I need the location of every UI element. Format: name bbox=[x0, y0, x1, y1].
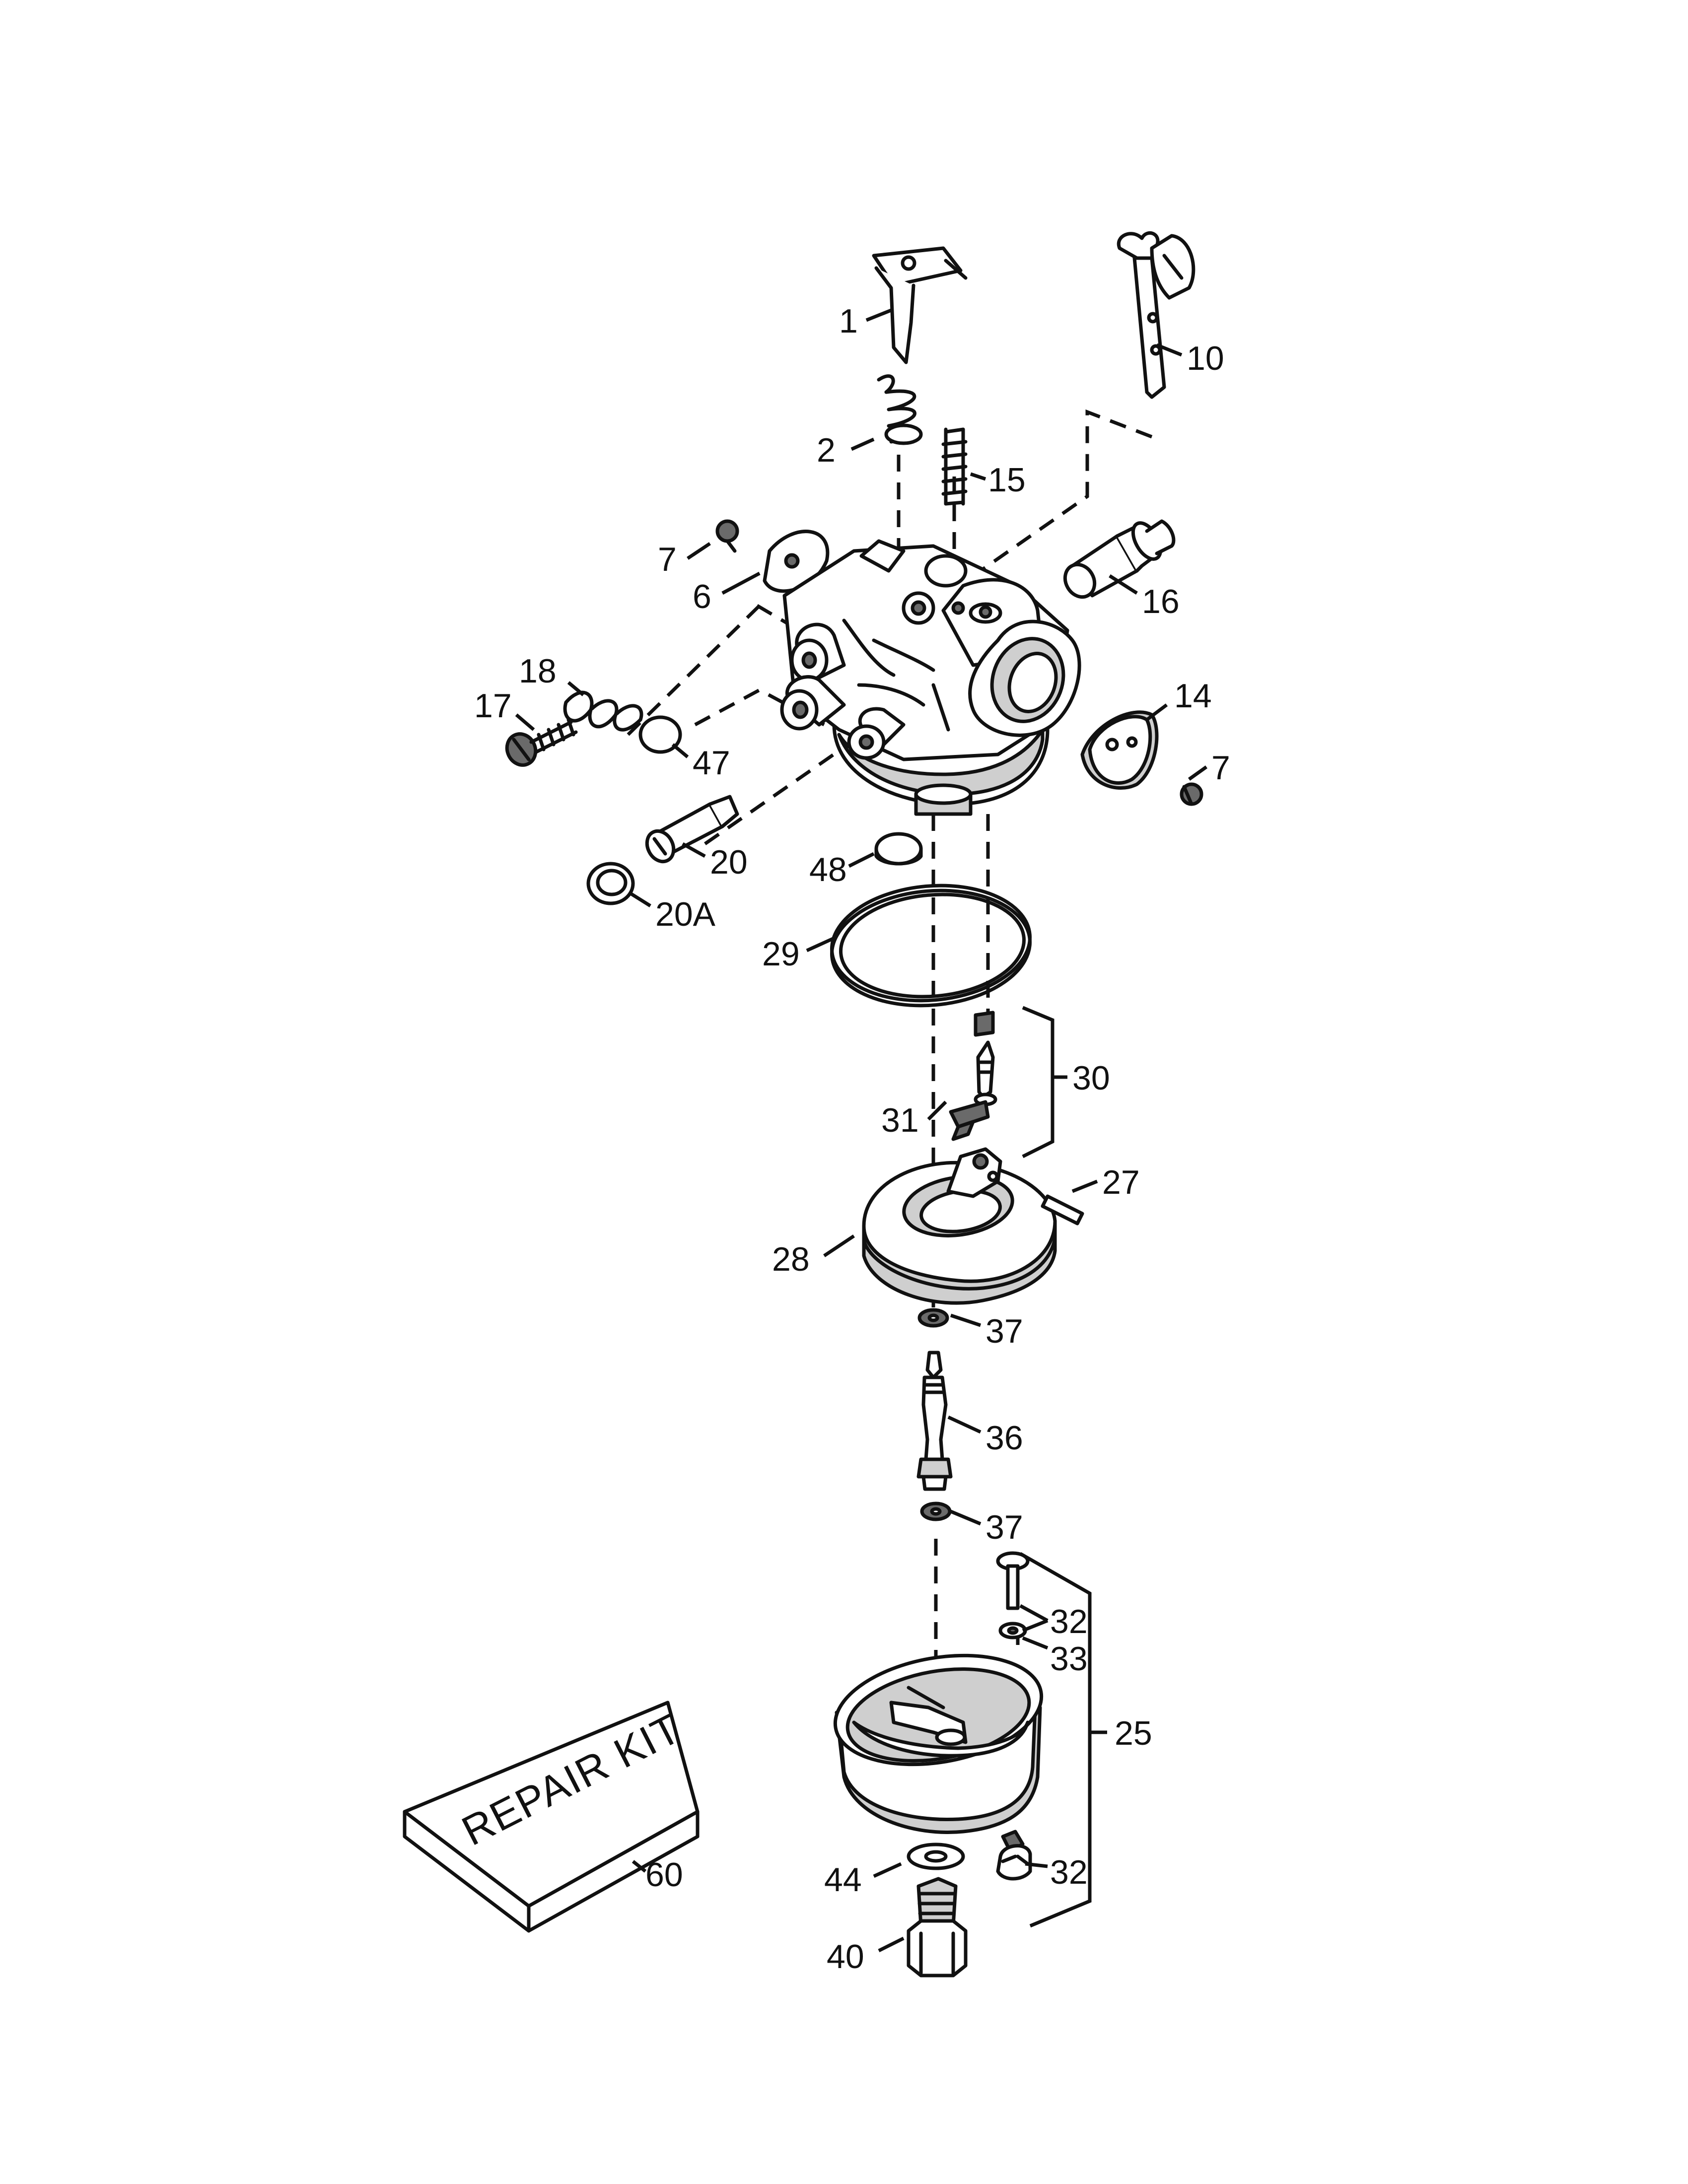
part-33-gasket-washer bbox=[998, 1622, 1027, 1639]
part-17-idle-screw bbox=[505, 718, 578, 767]
part-20a-cap bbox=[586, 862, 635, 905]
callout-33: 33 bbox=[1050, 1640, 1088, 1678]
callout-15: 15 bbox=[988, 461, 1026, 499]
callout-36: 36 bbox=[985, 1419, 1023, 1457]
callout-27: 27 bbox=[1102, 1163, 1140, 1201]
part-40-bowl-nut bbox=[907, 1877, 968, 1978]
callout-16: 16 bbox=[1142, 583, 1180, 620]
callout-30: 30 bbox=[1072, 1059, 1110, 1097]
callout-48: 48 bbox=[809, 851, 847, 888]
callout-6: 6 bbox=[693, 578, 711, 615]
leader-lines bbox=[515, 308, 1208, 1953]
part-20-main-jet bbox=[645, 795, 739, 864]
callout-25: 25 bbox=[1115, 1714, 1152, 1752]
callout-40: 40 bbox=[827, 1938, 864, 1976]
part-44-fiber-washer bbox=[907, 1843, 965, 1870]
callout-14: 14 bbox=[1174, 677, 1212, 715]
part-37-washer-lower bbox=[920, 1502, 952, 1521]
callout-32-lower: 32 bbox=[1050, 1853, 1088, 1891]
part-2-throttle-spring bbox=[877, 374, 923, 445]
callout-20: 20 bbox=[710, 843, 748, 881]
part-48-plug bbox=[874, 832, 923, 866]
part-31-float-clip bbox=[949, 1100, 990, 1141]
part-16-fuel-inlet bbox=[1063, 519, 1176, 599]
callout-31: 31 bbox=[881, 1101, 919, 1139]
part-7-screw-upper bbox=[715, 519, 739, 553]
part-32-drain-lower bbox=[996, 1830, 1032, 1881]
carburetor-body bbox=[780, 539, 1081, 816]
callout-37-upper: 37 bbox=[985, 1312, 1023, 1350]
part-10-choke-shaft bbox=[1117, 231, 1196, 399]
callout-32-upper: 32 bbox=[1050, 1603, 1088, 1640]
callout-10: 10 bbox=[1187, 340, 1224, 377]
brackets bbox=[1019, 1006, 1092, 1928]
part-1-throttle-shaft bbox=[872, 246, 968, 364]
callout-18: 18 bbox=[519, 652, 557, 690]
part-27-float-pin bbox=[1041, 1194, 1084, 1226]
callout-29: 29 bbox=[762, 935, 800, 973]
callout-7-right: 7 bbox=[1211, 749, 1230, 787]
part-25-float-bowl bbox=[833, 1653, 1044, 1834]
callout-2: 2 bbox=[817, 431, 836, 469]
part-36-main-nozzle bbox=[916, 1351, 953, 1491]
callout-1: 1 bbox=[839, 302, 858, 340]
callout-labels: 1 2 15 10 7 6 16 18 17 47 14 7 20 20A 48… bbox=[474, 302, 1230, 1976]
part-60-repair-kit: REPAIR KIT bbox=[403, 1701, 700, 1933]
callout-7-upper: 7 bbox=[658, 541, 677, 578]
part-37-washer-upper bbox=[917, 1308, 949, 1328]
part-18-idle-screw-spring bbox=[563, 690, 643, 732]
callout-28: 28 bbox=[772, 1240, 810, 1278]
part-14-choke-plate bbox=[1080, 710, 1159, 790]
part-47-welch-plug bbox=[638, 715, 682, 754]
callout-47: 47 bbox=[693, 744, 730, 782]
part-15-idle-spring bbox=[941, 427, 968, 506]
callout-20a: 20A bbox=[655, 895, 716, 933]
callout-60: 60 bbox=[645, 1856, 683, 1894]
part-28-float bbox=[862, 1147, 1057, 1305]
part-30-needle-seat bbox=[974, 1011, 997, 1106]
callout-44: 44 bbox=[824, 1861, 862, 1899]
part-32-bolt-upper bbox=[996, 1551, 1030, 1610]
callout-37-lower: 37 bbox=[985, 1508, 1023, 1546]
callout-17: 17 bbox=[474, 687, 512, 725]
part-29-bowl-gasket bbox=[830, 884, 1032, 1008]
part-7-screw-right bbox=[1180, 782, 1203, 806]
